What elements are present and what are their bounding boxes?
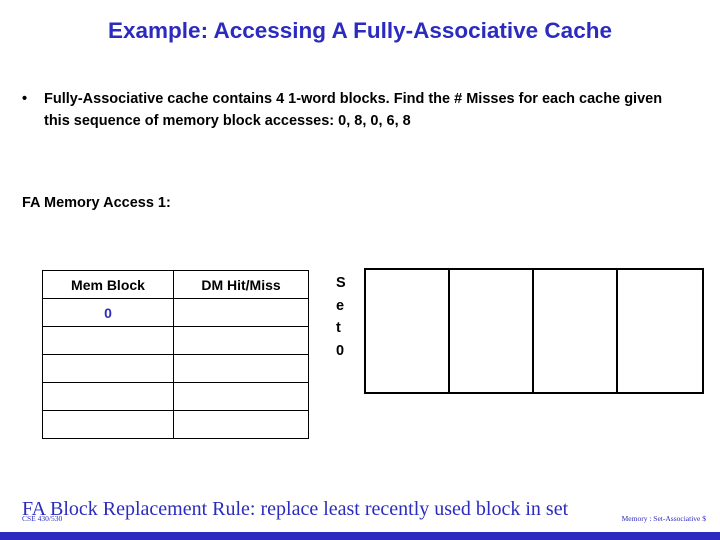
cell-hit-miss-3 [173,354,309,383]
set-label-line-4: 0 [336,342,345,359]
section-label: FA Memory Access 1: [22,195,171,211]
memory-access-table: Mem Block DM Hit/Miss 0 [42,270,309,439]
cell-mem-block-2 [42,326,174,355]
bullet-marker: • [22,91,28,107]
table-row [42,410,309,439]
cell-mem-block-3 [42,354,174,383]
set-label-line-1: S [336,275,346,291]
table-row [42,382,309,411]
bullet-text: Fully-Associative cache contains 4 1-wor… [44,91,663,129]
cell-mem-block-5 [42,410,174,439]
cell-mem-block-1: 0 [42,298,174,327]
cell-mem-block-4 [42,382,174,411]
set-label-line-2: e [336,297,345,314]
replacement-rule-text: FA Block Replacement Rule: replace least… [22,498,569,520]
cache-block-grid [364,268,704,394]
bullet-paragraph: • Fully-Associative cache contains 4 1-w… [22,88,682,132]
cache-block-1 [450,270,534,392]
table-row [42,326,309,355]
cell-hit-miss-4 [173,382,309,411]
table-row: 0 [42,298,309,327]
cell-hit-miss-1 [173,298,309,327]
bottom-accent-bar [0,532,720,540]
cache-block-0 [366,270,450,392]
footer-course-code: CSE 430/530 [22,514,63,523]
set-label-line-3: t [336,320,341,336]
column-header-dm-hit-miss: DM Hit/Miss [173,270,309,299]
table-header-row: Mem Block DM Hit/Miss [42,270,309,299]
page-title: Example: Accessing A Fully-Associative C… [108,18,612,43]
footer-topic: Memory : Set-Associative $ [621,514,706,523]
set-label: S e t 0 [336,272,358,362]
cache-block-3 [618,270,702,392]
cache-block-2 [534,270,618,392]
cell-hit-miss-2 [173,326,309,355]
table-row [42,354,309,383]
column-header-mem-block: Mem Block [42,270,174,299]
cell-hit-miss-5 [173,410,309,439]
